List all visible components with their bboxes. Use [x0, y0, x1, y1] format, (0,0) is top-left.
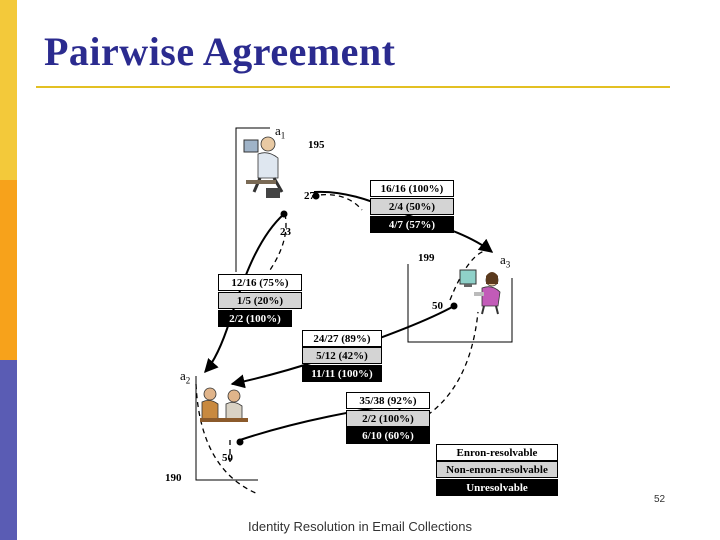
a3-box	[407, 264, 513, 343]
agent-a3-base: a	[500, 252, 506, 267]
a1-a2-unresolvable: 2/2 (100%)	[218, 310, 292, 327]
a1-box-dashed-2	[311, 193, 363, 211]
agent-a2-label: a2	[180, 368, 190, 386]
node-dot	[280, 210, 288, 218]
a1-a3-non-enron-resolvable: 2/4 (50%)	[370, 198, 454, 215]
a1-a2-non-enron-resolvable: 1/5 (20%)	[218, 292, 302, 309]
agent-a1-label: a1	[275, 123, 285, 141]
a3-a2-unresolvable: 11/11 (100%)	[302, 365, 382, 382]
agent-a2-sub: 2	[185, 375, 191, 386]
sidebar-segment-top	[0, 0, 17, 180]
slide-footer: Identity Resolution in Email Collections	[248, 519, 472, 534]
a2-a3-enron-resolvable: 35/38 (92%)	[346, 392, 430, 409]
count-a1-only: 195	[308, 139, 325, 151]
slide-sidebar	[0, 0, 17, 540]
count-a1-a2: 23	[280, 226, 291, 238]
node-dot	[450, 302, 458, 310]
node-dot	[312, 192, 320, 200]
agent-a1-base: a	[275, 123, 281, 138]
count-a3-only: 199	[418, 252, 435, 264]
agent-a1-sub: 1	[280, 130, 286, 141]
legend-non-enron-resolvable: Non-enron-resolvable	[436, 461, 558, 478]
a1-a2-enron-resolvable: 12/16 (75%)	[218, 274, 302, 291]
agent-a3-sub: 3	[505, 259, 511, 270]
a1-a3-unresolvable: 4/7 (57%)	[370, 216, 454, 233]
slide-title: Pairwise Agreement	[44, 29, 396, 74]
sidebar-segment-middle	[0, 180, 17, 360]
a3-box-dashed-2	[419, 311, 479, 421]
sidebar-segment-bottom	[0, 360, 17, 540]
count-a2-only: 190	[165, 472, 182, 484]
legend-unresolvable: Unresolvable	[436, 479, 558, 496]
count-a2-a3: 50	[222, 452, 233, 464]
a2-box-dashed	[195, 383, 259, 495]
woman-at-computer-icon	[459, 269, 501, 315]
page-number: 52	[654, 494, 666, 505]
a2-a3-unresolvable: 6/10 (60%)	[346, 427, 430, 444]
a2-a3-non-enron-resolvable: 2/2 (100%)	[346, 410, 430, 427]
legend-enron-resolvable: Enron-resolvable	[436, 444, 558, 461]
a1-box-dashed	[269, 213, 287, 271]
people-meeting-icon	[200, 387, 248, 422]
person-at-computer-icon	[243, 136, 284, 198]
a2-box	[195, 376, 258, 481]
a3-a2-enron-resolvable: 24/27 (89%)	[302, 330, 382, 347]
a3-a2-non-enron-resolvable: 5/12 (42%)	[302, 347, 382, 364]
title-rule	[36, 86, 670, 88]
count-a3-a2: 50	[432, 300, 443, 312]
count-a1-a3: 27	[304, 190, 315, 202]
node-dot	[236, 438, 244, 446]
a1-box	[235, 127, 270, 272]
a1-a3-enron-resolvable: 16/16 (100%)	[370, 180, 454, 197]
agent-a2-base: a	[180, 368, 186, 383]
arrow-a1-a3	[313, 190, 494, 253]
agent-a3-label: a3	[500, 252, 510, 270]
